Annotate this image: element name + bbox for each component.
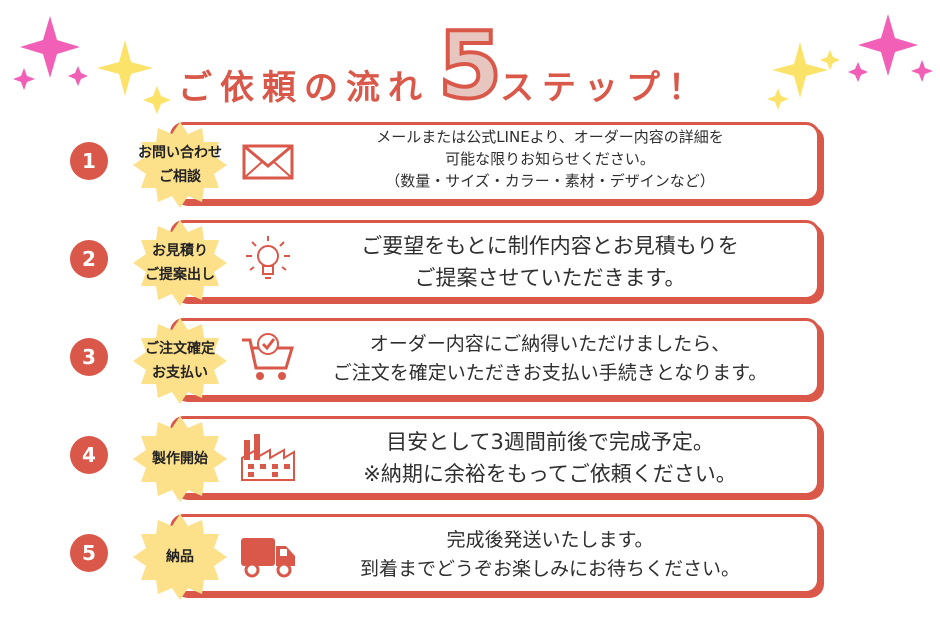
- delivery-truck-icon: [241, 538, 295, 578]
- step-desc-line: ご要望をもとに制作内容とお見積もりを: [361, 234, 739, 258]
- step-box: [170, 416, 820, 496]
- step-description: ご要望をもとに制作内容とお見積もりを ご提案させていただきます。: [300, 230, 800, 294]
- step-box: [170, 122, 820, 202]
- sparkle-pink-left-icon: [13, 16, 88, 90]
- step-label-line: ご相談: [159, 169, 201, 185]
- envelope-icon: [242, 144, 294, 180]
- step-label-line: ご提案出し: [145, 267, 215, 283]
- sparkle-yellow-right-icon: [767, 42, 840, 110]
- step-desc-line: メールまたは公式LINEより、オーダー内容の詳細を: [376, 128, 724, 146]
- step-desc-line: オーダー内容にご納得いただけましたら、: [369, 333, 731, 355]
- step-label-line: お支払い: [152, 365, 208, 381]
- step-5: 5 納品 完成後発送いたします。 到着までどうぞお楽しみにお待ちください。: [0, 514, 940, 600]
- lightbulb-icon: [246, 236, 290, 279]
- step-desc-line: 到着までどうぞお楽しみにお待ちください。: [359, 558, 740, 580]
- step-label-line: お問い合わせ: [138, 145, 222, 161]
- step-label-burst: 納品: [132, 512, 228, 602]
- sparkle-yellow-left-icon: [97, 40, 171, 114]
- step-label-line: ご注文確定: [145, 341, 215, 357]
- title-number: 5: [436, 12, 504, 119]
- step-desc-line: （数量・サイズ・カラー・素材・デザインなど）: [385, 172, 715, 190]
- step-label-line: 納品: [166, 549, 194, 565]
- step-description: 目安として3週間前後で完成予定。 ※納期に余裕をもってご依頼ください。: [300, 426, 800, 490]
- step-desc-line: ご提案させていただきます。: [414, 266, 686, 290]
- step-label-burst: ご注文確定 お支払い: [132, 316, 228, 406]
- step-box: [170, 318, 820, 398]
- step-3: 3 ご注文確定 お支払い オーダー内容にご納得いただけましたら、 ご注文を確定い…: [0, 318, 940, 404]
- step-desc-line: 完成後発送いたします。: [446, 529, 654, 551]
- step-label-line: 製作開始: [152, 451, 208, 467]
- step-desc-line: 可能な限りお知らせください。: [445, 150, 655, 168]
- step-desc-line: ご注文を確定いただきお支払い手続きとなります。: [332, 362, 768, 384]
- step-label-line: お見積り: [152, 243, 208, 259]
- step-number-badge: 1: [70, 142, 108, 180]
- shopping-cart-icon: [242, 333, 295, 380]
- step-number-badge: 4: [70, 436, 108, 474]
- step-number-badge: 5: [70, 534, 108, 572]
- step-label-burst: 製作開始: [132, 414, 228, 504]
- title-text-after: ステップ！: [500, 68, 710, 108]
- step-description: 完成後発送いたします。 到着までどうぞお楽しみにお待ちください。: [300, 526, 800, 584]
- step-4: 4 製作開始 目安として3週間前後で完成予定。 ※納期に余裕をもってご依頼くださ…: [0, 416, 940, 502]
- step-2: 2 お見積り ご提案出し ご要望をもとに制作内容とお見積もりを ご提案させていた…: [0, 220, 940, 306]
- title-text-before: ご依頼の流れ: [178, 68, 430, 108]
- step-number-badge: 3: [70, 338, 108, 376]
- step-number-badge: 2: [70, 240, 108, 278]
- step-label-burst: お問い合わせ ご相談: [132, 120, 228, 210]
- step-desc-line: ※納期に余裕をもってご依頼ください。: [363, 462, 737, 486]
- step-label-burst: お見積り ご提案出し: [132, 218, 228, 308]
- factory-icon: [241, 434, 295, 481]
- step-description: オーダー内容にご納得いただけましたら、 ご注文を確定いただきお支払い手続きとなり…: [300, 330, 800, 388]
- page-title: ご依頼の流れ 5 ステップ！: [0, 18, 940, 114]
- step-description: メールまたは公式LINEより、オーダー内容の詳細を 可能な限りお知らせください。…: [300, 126, 800, 192]
- step-1: 1 お問い合わせ ご相談 メールまたは公式LINEより、オーダー内容の詳細を 可…: [0, 122, 940, 208]
- step-desc-line: 目安として3週間前後で完成予定。: [386, 430, 714, 454]
- sparkle-pink-right-icon: [848, 14, 933, 82]
